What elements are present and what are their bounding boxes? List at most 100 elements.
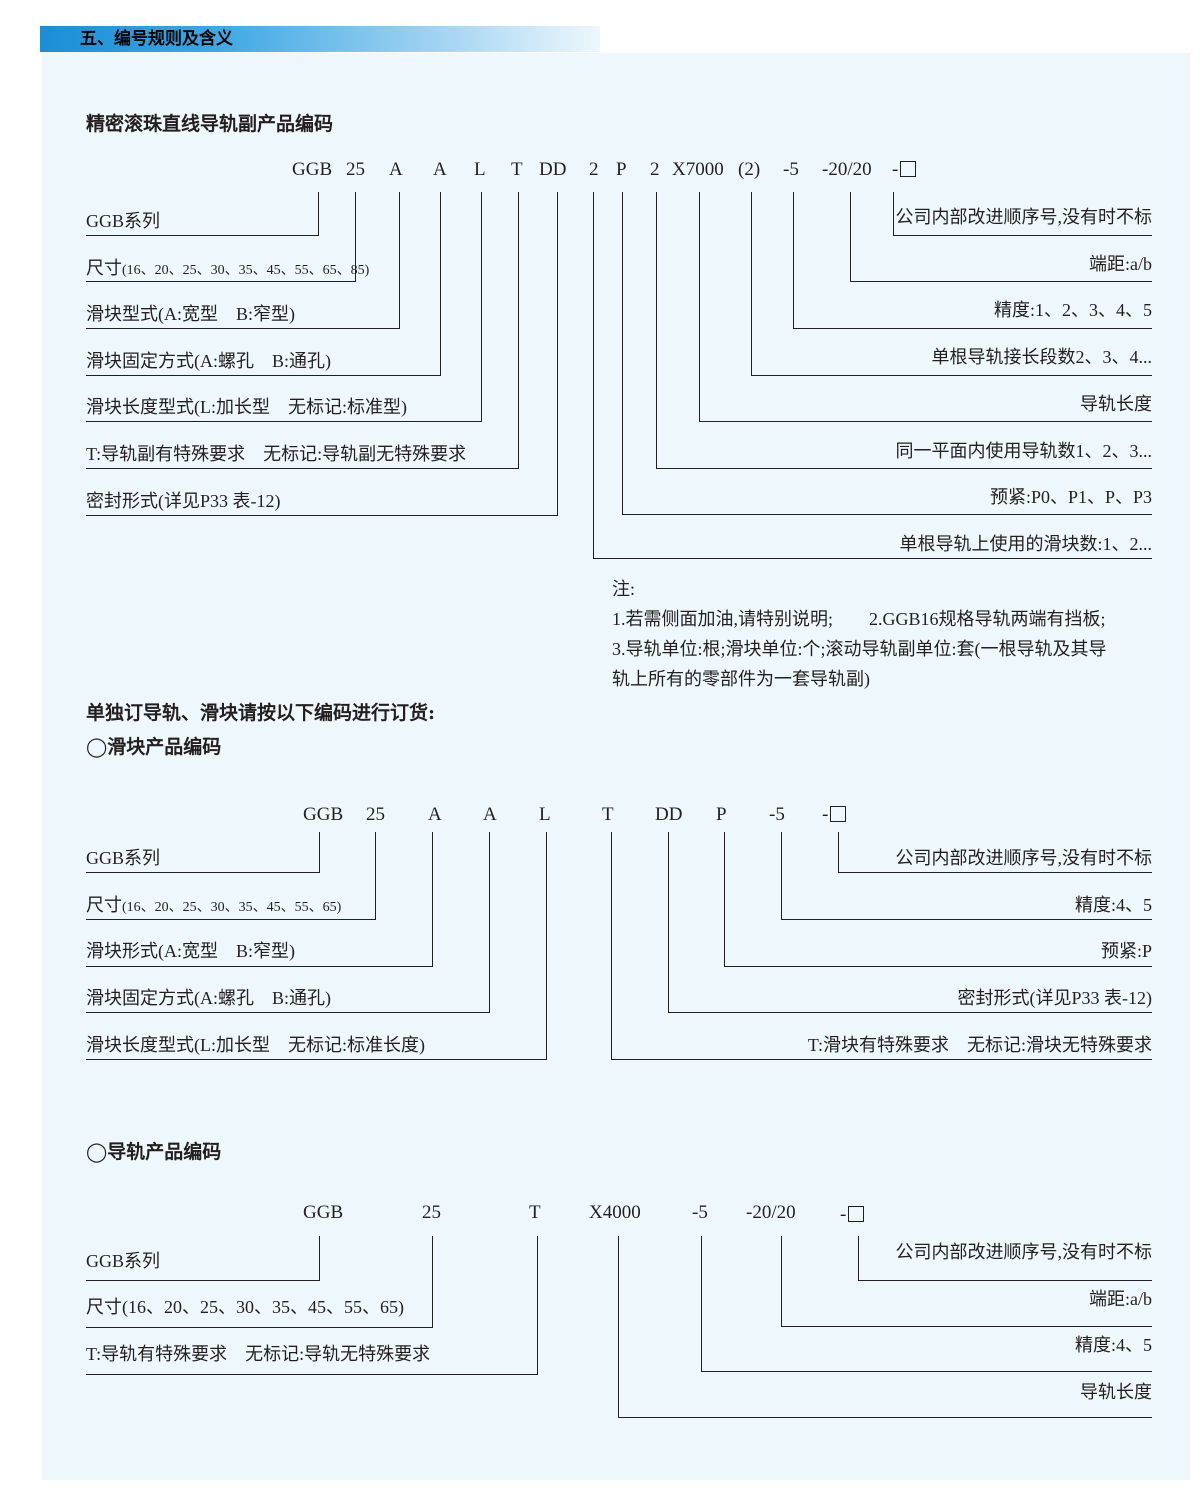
s2-connector	[432, 832, 433, 966]
s2-underline	[838, 872, 1152, 873]
s3-connector	[319, 1236, 320, 1280]
s2-label-special: T:滑块有特殊要求 无标记:滑块无特殊要求	[807, 1035, 1152, 1055]
s1-label-size: 尺寸(16、20、25、30、35、45、55、65、85)	[86, 258, 370, 278]
s1-label-revision: 公司内部改进顺序号,没有时不标	[895, 207, 1153, 227]
s1-underline	[656, 468, 1152, 469]
code-special: T	[529, 1202, 541, 1223]
s3-connector	[618, 1236, 619, 1417]
s3-label-accuracy: 精度:4、5	[1074, 1335, 1152, 1355]
s1-connector	[622, 192, 623, 514]
s1-connector	[399, 192, 400, 328]
s1-underline	[86, 421, 482, 422]
s1-label-series: GGB系列	[86, 211, 161, 231]
revision-box	[830, 806, 847, 822]
page-title: 五、编号规则及含义	[80, 29, 233, 49]
s2-underline	[781, 919, 1152, 920]
notes-line-2: 3.导轨单位:根;滑块单位:个;滚动导轨副单位:套(一根导轨及其导	[612, 639, 1107, 659]
s2-connector	[375, 832, 376, 919]
notes-line-1: 1.若需侧面加油,请特别说明; 2.GGB16规格导轨两端有挡板;	[612, 609, 1106, 629]
s1-underline	[86, 375, 441, 376]
s1-underline	[86, 281, 356, 282]
s2-connector	[489, 832, 490, 1012]
section1-title: 精密滚珠直线导轨副产品编码	[86, 113, 334, 135]
s1-connector	[318, 192, 319, 235]
s2-connector	[611, 832, 612, 1059]
s3-connector	[781, 1236, 782, 1326]
s3-underline	[86, 1374, 538, 1375]
s2-connector	[838, 832, 839, 872]
s2-underline	[668, 1012, 1152, 1013]
s1-label-preload: 预紧:P0、P1、P、P3	[989, 487, 1152, 507]
s2-underline	[86, 966, 433, 967]
s3-label-end-distance: 端距:a/b	[1089, 1289, 1152, 1309]
code-seal: DD	[655, 804, 683, 825]
s1-underline	[622, 514, 1152, 515]
notes-heading: 注:	[612, 579, 636, 599]
code-size: 25	[346, 159, 365, 180]
s1-label-seal: 密封形式(详见P33 表-12)	[86, 491, 281, 511]
code-accuracy: -5	[769, 804, 785, 825]
code-revision: -	[840, 1205, 865, 1225]
code-length: L	[474, 159, 486, 180]
s1-label-rail-length: 导轨长度	[1080, 394, 1152, 414]
s2-label-accuracy: 精度:4、5	[1074, 895, 1152, 915]
s1-underline	[850, 281, 1152, 282]
s2-underline	[611, 1059, 1152, 1060]
s3-connector	[537, 1236, 538, 1374]
s2-label-preload: 预紧:P	[1100, 941, 1152, 961]
s2-underline	[86, 872, 320, 873]
s1-connector	[793, 192, 794, 328]
s1-label-end-distance: 端距:a/b	[1089, 254, 1152, 274]
s1-connector	[440, 192, 441, 375]
code-joint-segments: (2)	[738, 159, 761, 180]
code-length: L	[539, 804, 551, 825]
code-revision: -	[892, 160, 917, 180]
revision-box	[848, 1206, 865, 1222]
code-special: T	[511, 159, 523, 180]
s1-connector	[699, 192, 700, 421]
s2-label-revision: 公司内部改进顺序号,没有时不标	[895, 848, 1153, 868]
s2-underline	[86, 919, 376, 920]
s1-label-length: 滑块长度型式(L:加长型 无标记:标准型)	[86, 397, 407, 417]
s1-label-block-type: 滑块型式(A:宽型 B:窄型)	[86, 304, 295, 324]
code-end-distance: -20/20	[746, 1202, 796, 1223]
s1-connector	[557, 192, 558, 515]
s2-connector	[724, 832, 725, 966]
s1-underline	[593, 558, 1152, 559]
s2-label-series: GGB系列	[86, 848, 161, 868]
s1-connector	[518, 192, 519, 468]
code-accuracy: -5	[692, 1202, 708, 1223]
code-seal: DD	[539, 159, 567, 180]
s1-underline	[699, 421, 1152, 422]
s1-underline	[751, 375, 1152, 376]
notes-line-3: 轨上所有的零部件为一套导轨副)	[612, 669, 870, 689]
s3-underline	[86, 1280, 320, 1281]
s3-label-special: T:导轨有特殊要求 无标记:导轨无特殊要求	[86, 1344, 431, 1364]
s2-underline	[86, 1012, 490, 1013]
s1-label-fixing: 滑块固定方式(A:螺孔 B:通孔)	[86, 351, 331, 371]
s3-label-revision: 公司内部改进顺序号,没有时不标	[895, 1242, 1153, 1262]
code-accuracy: -5	[783, 159, 799, 180]
s1-label-special: T:导轨副有特殊要求 无标记:导轨副无特殊要求	[86, 444, 467, 464]
s1-underline	[86, 515, 558, 516]
s3-label-series: GGB系列	[86, 1251, 161, 1271]
s1-connector	[481, 192, 482, 421]
s3-underline	[781, 1326, 1152, 1327]
s2-label-fixing: 滑块固定方式(A:螺孔 B:通孔)	[86, 988, 331, 1008]
code-special: T	[602, 804, 614, 825]
section3-title: ◯导轨产品编码	[86, 1141, 222, 1163]
code-fixing: A	[483, 804, 497, 825]
s1-connector	[355, 192, 356, 281]
code-rail-length: X7000	[672, 159, 724, 180]
s3-connector	[432, 1236, 433, 1327]
s1-connector	[751, 192, 752, 375]
s3-connector	[858, 1236, 859, 1280]
s1-underline	[793, 328, 1152, 329]
s3-underline	[858, 1280, 1152, 1281]
code-end-distance: -20/20	[822, 159, 872, 180]
s3-underline	[86, 1327, 433, 1328]
order-note: 单独订导轨、滑块请按以下编码进行订货:	[86, 702, 436, 724]
s2-label-block-type: 滑块形式(A:宽型 B:窄型)	[86, 941, 295, 961]
code-block-type: A	[389, 159, 403, 180]
code-revision: -	[822, 805, 847, 825]
